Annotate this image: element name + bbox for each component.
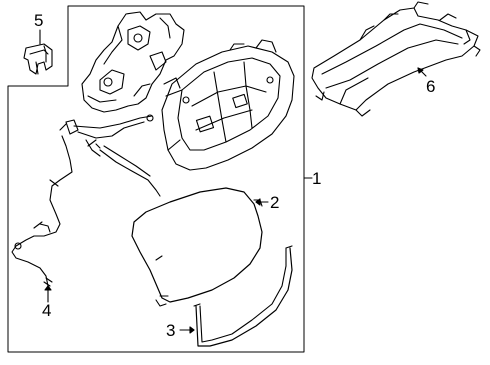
seal-part-2 [131,187,263,307]
storage-compartment [161,39,295,171]
wiring-harness-part-4 [11,114,161,287]
seal-strip-part-3 [193,245,293,347]
callout-1-label: 1 [312,169,322,188]
callout-3-label: 3 [166,321,176,340]
trim-panel-part-6 [311,1,481,117]
callout-leaders [44,67,427,334]
callout-2-label: 2 [270,193,280,212]
mounting-bracket [81,11,185,113]
callout-5-label: 5 [34,11,44,30]
callout-6-label: 6 [426,77,436,96]
callout-4-label: 4 [42,301,52,320]
clip-part-5 [23,29,53,75]
assembly-boundary [7,5,305,353]
